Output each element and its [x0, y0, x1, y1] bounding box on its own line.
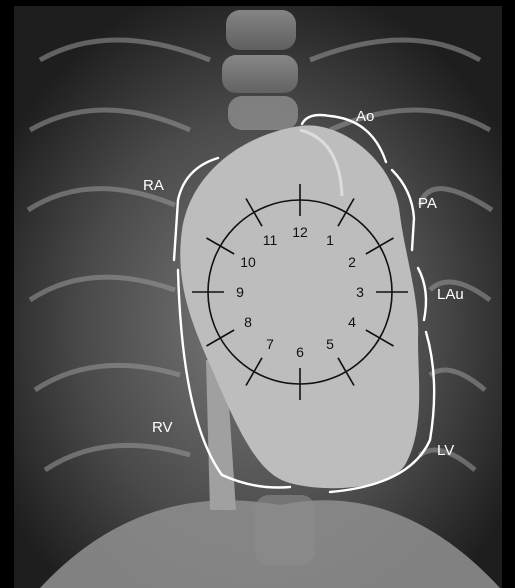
label-ra: RA [143, 177, 164, 194]
label-lau: LAu [437, 286, 464, 303]
clock-number: 6 [296, 344, 304, 360]
clock-number: 4 [348, 314, 356, 330]
clock-number: 1 [326, 232, 334, 248]
clock-number: 8 [244, 314, 252, 330]
label-ao: Ao [356, 108, 374, 125]
clock-number: 12 [292, 224, 308, 240]
clock-number: 2 [348, 254, 356, 270]
label-rv: RV [152, 419, 173, 436]
clock-number: 5 [326, 336, 334, 352]
label-pa: PA [418, 195, 437, 212]
clock-number: 11 [263, 232, 278, 248]
clock-number: 7 [266, 336, 274, 352]
clock-number: 3 [356, 284, 364, 300]
label-lv: LV [437, 442, 454, 459]
clock-number: 10 [240, 254, 256, 270]
clock-number: 9 [236, 284, 244, 300]
